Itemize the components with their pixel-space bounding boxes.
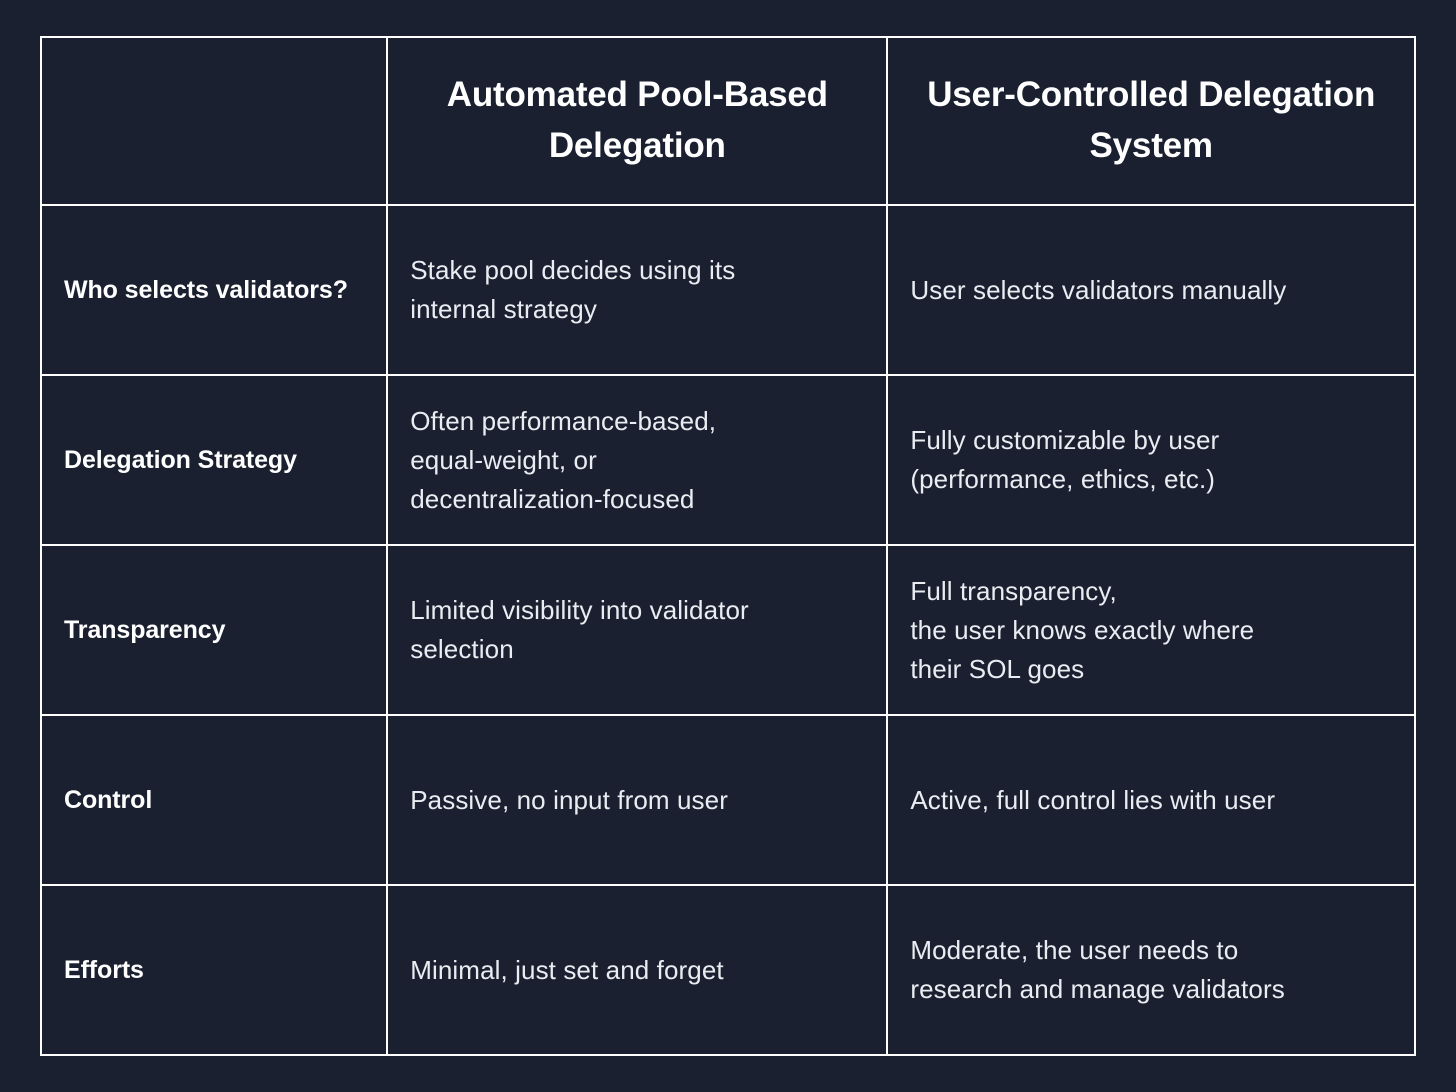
cell-line: Stake pool decides using its <box>410 255 736 285</box>
cell-line: selection <box>410 634 514 664</box>
cell-line: research and manage validators <box>910 974 1285 1004</box>
cell-automated: Limited visibility into validator selecti… <box>386 544 889 716</box>
cell-user: Full transparency, the user knows exactly… <box>886 544 1416 716</box>
row-label-cell: Transparency <box>39 544 389 716</box>
table-row: Who selects validators?Stake pool decide… <box>39 204 1416 376</box>
comparison-table-container: Automated Pool-Based Delegation User-Con… <box>39 36 1416 1056</box>
cell-line: Active, full control lies with user <box>910 784 1276 815</box>
cell-line: Often performance-based, <box>410 405 717 436</box>
cell-line: User selects validators manually <box>910 274 1287 305</box>
cell-line: Moderate, the user needs to <box>910 935 1239 965</box>
cell-line: the user knows exactly where <box>910 614 1255 645</box>
cell-line: Full transparency, <box>910 575 1117 606</box>
header-cell-automated-pool-based-delegation: Automated Pool-Based Delegation <box>386 36 889 206</box>
cell-automated: Often performance-based, equal-weight, or… <box>386 374 889 546</box>
table-body: Who selects validators?Stake pool decide… <box>39 204 1416 1056</box>
table-header: Automated Pool-Based Delegation User-Con… <box>39 36 1416 206</box>
header-cell-user-controlled-delegation-system: User-Controlled Delegation System <box>886 36 1416 206</box>
row-label-cell: Delegation Strategy <box>39 374 389 546</box>
cell-line: equal-weight, or <box>410 444 597 475</box>
cell-line: internal strategy <box>410 294 597 324</box>
cell-automated: Minimal, just set and forget <box>386 884 889 1056</box>
cell-line: (performance, ethics, etc.) <box>910 464 1216 494</box>
row-label-cell: Efforts <box>39 884 389 1056</box>
cell-user: Active, full control lies with user <box>886 714 1416 886</box>
table-row: Control Passive, no input from user Active… <box>39 714 1416 886</box>
cell-user: User selects validators manually <box>886 204 1416 376</box>
row-label-cell: Who selects validators? <box>39 204 389 376</box>
header-cell-blank <box>39 36 389 206</box>
cell-user: Fully customizable by user (performance, … <box>886 374 1416 546</box>
cell-line: Limited visibility into validator <box>410 595 749 625</box>
cell-automated: Stake pool decides using its internal str… <box>386 204 889 376</box>
table-row: Efforts Minimal, just set and forget Moder… <box>39 884 1416 1056</box>
table-header-row: Automated Pool-Based Delegation User-Con… <box>39 36 1416 206</box>
cell-line: Passive, no input from user <box>410 784 728 815</box>
row-label-cell: Control <box>39 714 389 886</box>
cell-automated: Passive, no input from user <box>386 714 889 886</box>
cell-line: their SOL goes <box>910 653 1085 684</box>
comparison-table: Automated Pool-Based Delegation User-Con… <box>39 36 1416 1056</box>
cell-line: Fully customizable by user <box>910 425 1220 455</box>
cell-line: Minimal, just set and forget <box>410 954 724 985</box>
cell-user: Moderate, the user needs to research and … <box>886 884 1416 1056</box>
cell-line: decentralization-focused <box>410 483 695 514</box>
